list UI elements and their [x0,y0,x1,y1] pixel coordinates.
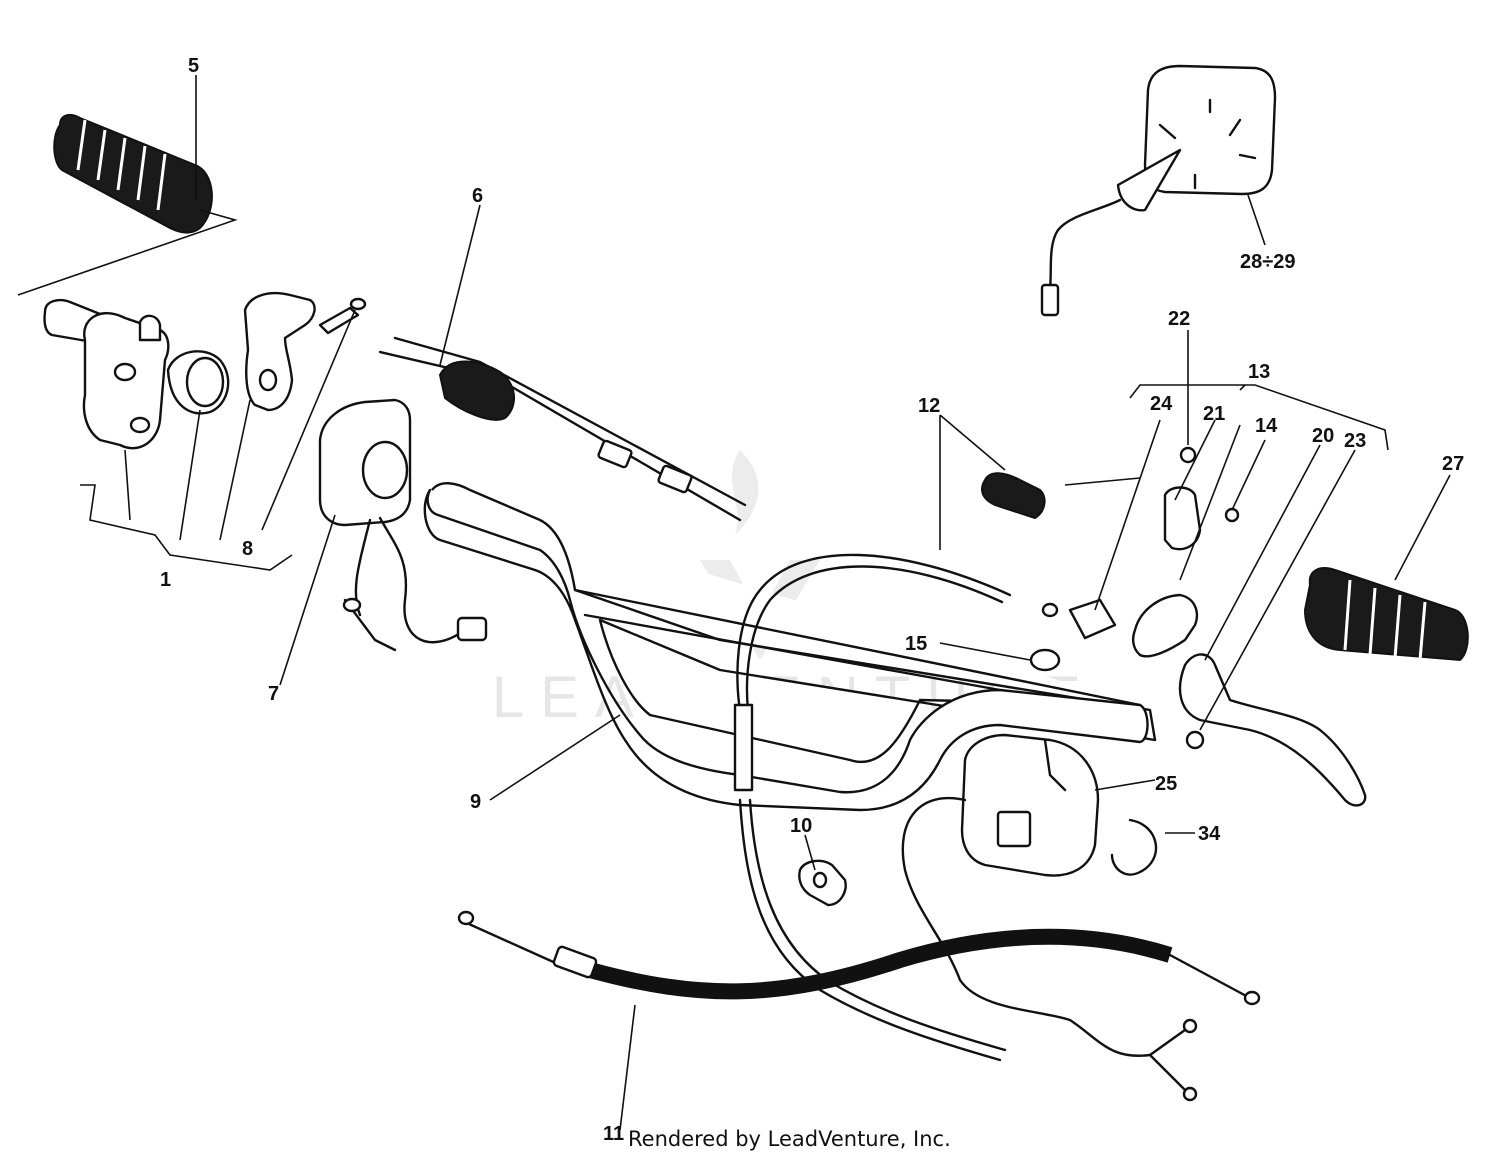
throttle-cable-lower [457,910,1261,1006]
callout-11: 11 [603,1123,624,1145]
leader-lines [17,75,1451,1131]
callout-25: 25 [1155,773,1177,795]
left-switch [318,398,488,652]
cable-boot [981,472,1046,520]
callout-15: 15 [905,633,927,655]
callout-5: 5 [188,55,199,77]
brake-lever-assembly [1029,446,1367,807]
right-switch [901,733,1198,1102]
throttle-housing [43,291,367,450]
callout-1: 1 [160,569,171,591]
render-credit: Rendered by LeadVenture, Inc. [628,1127,951,1151]
right-grip [1303,567,1469,662]
callout-6: 6 [472,185,483,207]
callout-28-29: 28÷29 [1240,251,1295,273]
callout-22: 22 [1168,308,1190,330]
left-grip [53,113,213,234]
callout-8: 8 [242,538,253,560]
callout-13: 13 [1248,361,1270,383]
retaining-clip [1110,818,1158,876]
callout-24: 24 [1150,393,1173,415]
mirror [1040,64,1277,317]
throttle-cables [378,336,747,522]
callout-10: 10 [790,815,812,837]
callout-12: 12 [918,395,940,417]
callout-labels: 5 6 28÷29 22 13 12 24 21 14 20 23 27 8 1… [160,55,1464,1151]
callout-21: 21 [1203,403,1225,425]
callout-27: 27 [1442,453,1464,475]
cable-clamp [798,859,847,907]
callout-34: 34 [1198,823,1221,845]
callout-7: 7 [268,683,279,705]
handlebar [423,482,1157,812]
clutch-cable [733,553,1059,1062]
callout-14: 14 [1255,415,1278,437]
callout-20: 20 [1312,425,1334,447]
callout-23: 23 [1344,430,1366,452]
callout-9: 9 [470,791,481,813]
